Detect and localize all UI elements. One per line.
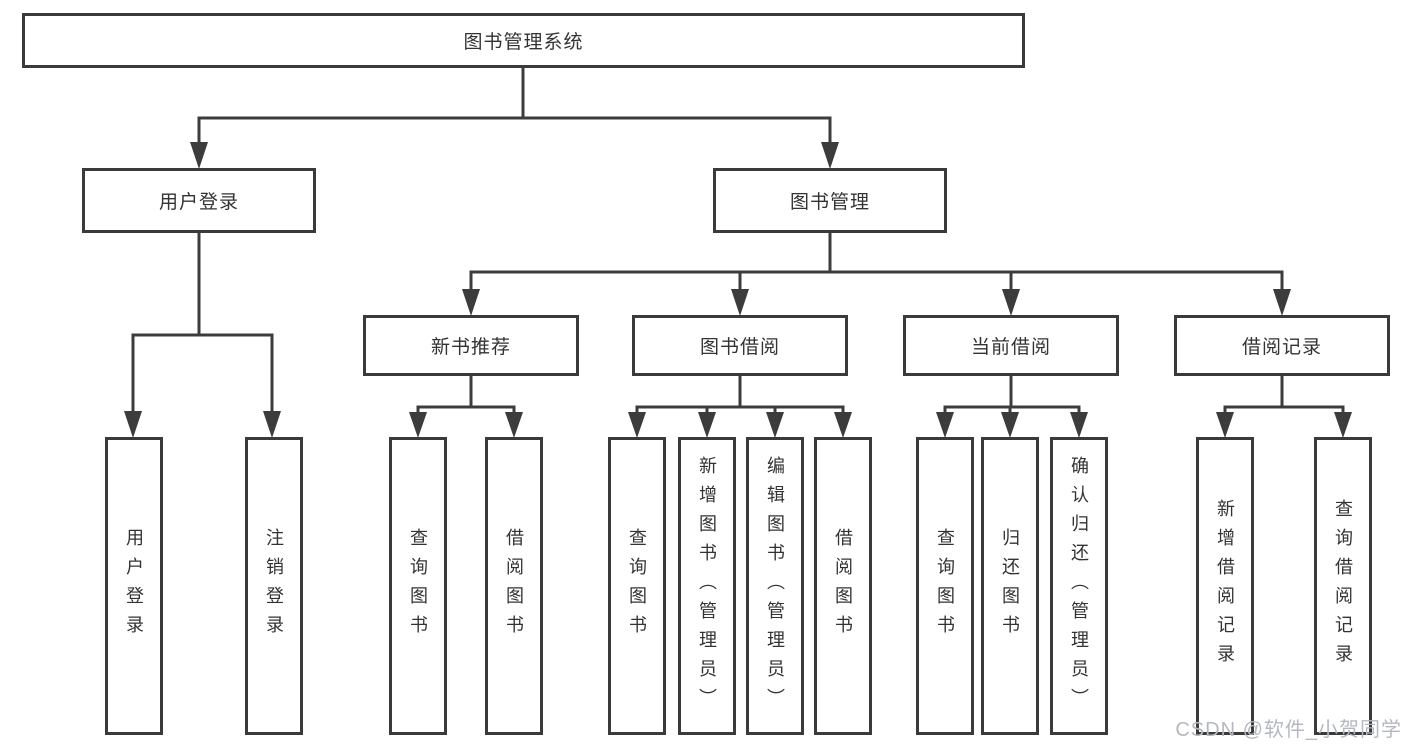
node-root-library-management-system: 图书管理系统: [22, 13, 1025, 68]
leaf-borrow-add-books-admin: 新增图书（管理员）: [678, 437, 736, 735]
leaf-newbook-borrow-books: 借阅图书: [485, 437, 543, 735]
connector-new-book-to-leaves: [409, 373, 523, 438]
node-book-borrow: 图书借阅: [632, 315, 848, 376]
leaf-record-add-borrow-record: 新增借阅记录: [1196, 437, 1254, 735]
node-new-book-recommend: 新书推荐: [363, 315, 579, 376]
leaf-current-return-books: 归还图书: [981, 437, 1039, 735]
leaf-current-confirm-return-admin: 确认归还（管理员）: [1050, 437, 1108, 735]
leaf-borrow-edit-books-admin: 编辑图书（管理员）: [746, 437, 804, 735]
csdn-watermark: CSDN @软件_小贺同学: [1175, 719, 1402, 741]
leaf-borrow-borrow-books: 借阅图书: [814, 437, 872, 735]
leaf-user-login: 用户登录: [105, 437, 163, 735]
node-book-management: 图书管理: [713, 168, 947, 233]
connector-user-login-to-leaves: [124, 230, 281, 438]
node-borrow-record: 借阅记录: [1174, 315, 1390, 376]
leaf-newbook-query-books: 查询图书: [389, 437, 447, 735]
leaf-record-query-borrow-record: 查询借阅记录: [1314, 437, 1372, 735]
leaf-current-query-books: 查询图书: [916, 437, 974, 735]
node-user-login: 用户登录: [82, 168, 316, 233]
connector-root-to-level2: [190, 65, 839, 169]
leaf-borrow-query-books: 查询图书: [608, 437, 666, 735]
node-current-borrow: 当前借阅: [903, 315, 1119, 376]
connector-book-management-to-level3: [462, 230, 1291, 316]
connector-borrow-record-to-leaves: [1216, 373, 1352, 438]
connector-book-borrow-to-leaves: [628, 373, 852, 438]
leaf-logout-login: 注销登录: [245, 437, 303, 735]
connector-current-borrow-to-leaves: [936, 373, 1088, 438]
